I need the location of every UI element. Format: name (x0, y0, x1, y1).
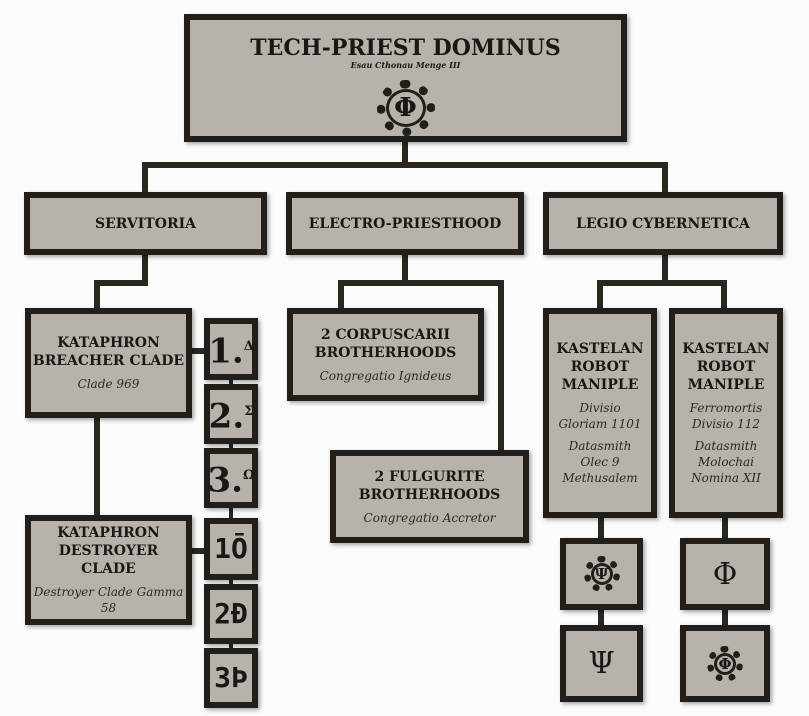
connector (190, 548, 206, 554)
unit-subtitle: Congregatio Accretor (363, 510, 496, 525)
connector (597, 280, 603, 310)
unit-subtitle: Congregatio Ignideus (319, 368, 452, 383)
connector (338, 280, 344, 310)
psi-icon: Ψ (588, 646, 615, 681)
branch-electro-priesthood: ELECTRO-PRIESTHOOD (286, 192, 524, 255)
unit-subtitle: Divisio Gloriam 1101 (558, 401, 642, 431)
connector (402, 140, 408, 168)
unit-commander: Datasmith Molochai Nomina XII (691, 439, 761, 485)
root-title: TECH-PRIEST DOMINUS (250, 35, 561, 61)
unit-subtitle: Clade 969 (77, 377, 140, 391)
unit-title: 2 CORPUSCARII BROTHERHOODS (314, 326, 457, 361)
icon-box: Φ (680, 538, 770, 610)
connector (597, 280, 727, 286)
branch-title: ELECTRO-PRIESTHOOD (308, 215, 502, 232)
unit-subtitle: Destroyer Clade Gamma 58 (33, 585, 184, 615)
icon-box: Ψ (560, 625, 643, 702)
connector (142, 162, 668, 168)
connector (498, 280, 504, 452)
connector (662, 162, 668, 194)
glyph-box: 3.Ω (204, 448, 258, 508)
unit-title: KATAPHRON BREACHER CLADE (32, 335, 185, 369)
unit-title: KATAPHRON DESTROYER CLADE (57, 525, 160, 577)
branch-title: LEGIO CYBERNETICA (576, 215, 750, 232)
connector (662, 253, 668, 286)
glyph-box: 2Ð (204, 584, 258, 644)
unit-kataphron-destroyer: KATAPHRON DESTROYER CLADE Destroyer Clad… (25, 515, 192, 625)
unit-fulgurite: 2 FULGURITE BROTHERHOODS Congregatio Acc… (330, 450, 529, 543)
glyph-box: 1.Δ (204, 318, 258, 380)
connector (229, 378, 233, 650)
connector (402, 253, 408, 286)
unit-kataphron-breacher: KATAPHRON BREACHER CLADE Clade 969 (25, 308, 192, 418)
unit-corpuscarii: 2 CORPUSCARII BROTHERHOODS Congregatio I… (287, 308, 484, 401)
cog-phi-icon: Φ (707, 645, 743, 682)
phi-icon: Φ (712, 556, 738, 592)
connector (142, 253, 148, 286)
branch-servitoria: SERVITORIA (24, 192, 267, 255)
unit-title: 2 FULGURITE BROTHERHOODS (358, 468, 501, 503)
root-box: TECH-PRIEST DOMINUS Esau Cthonau Menge I… (184, 14, 627, 142)
icon-box: Ψ (560, 538, 643, 610)
icon-box: Φ (680, 625, 770, 702)
unit-commander: Datasmith Olec 9 Methusalem (562, 439, 638, 485)
unit-kastelan-1: KASTELAN ROBOT MANIPLE Divisio Gloriam 1… (543, 308, 657, 518)
connector (338, 280, 504, 286)
connector (94, 280, 100, 310)
cog-psi-icon: Ψ (583, 556, 620, 592)
glyph-box: 1Ō (204, 518, 258, 580)
root-subtitle: Esau Cthonau Menge III (350, 60, 461, 70)
unit-kastelan-2: KASTELAN ROBOT MANIPLE Ferromortis Divis… (669, 308, 783, 518)
glyph-box: 3Þ (204, 648, 258, 708)
unit-subtitle: Ferromortis Divisio 112 (689, 401, 763, 431)
connector (142, 162, 148, 194)
glyph-box: 2.Σ (204, 384, 258, 444)
connector (94, 280, 148, 286)
cog-phi-icon: Φ (376, 80, 435, 136)
unit-title: KASTELAN ROBOT MANIPLE (556, 341, 644, 393)
connector (721, 280, 727, 310)
connector (94, 416, 100, 517)
branch-legio-cybernetica: LEGIO CYBERNETICA (543, 192, 783, 255)
branch-title: SERVITORIA (95, 215, 196, 232)
connector (190, 348, 206, 354)
unit-title: KASTELAN ROBOT MANIPLE (682, 341, 770, 393)
